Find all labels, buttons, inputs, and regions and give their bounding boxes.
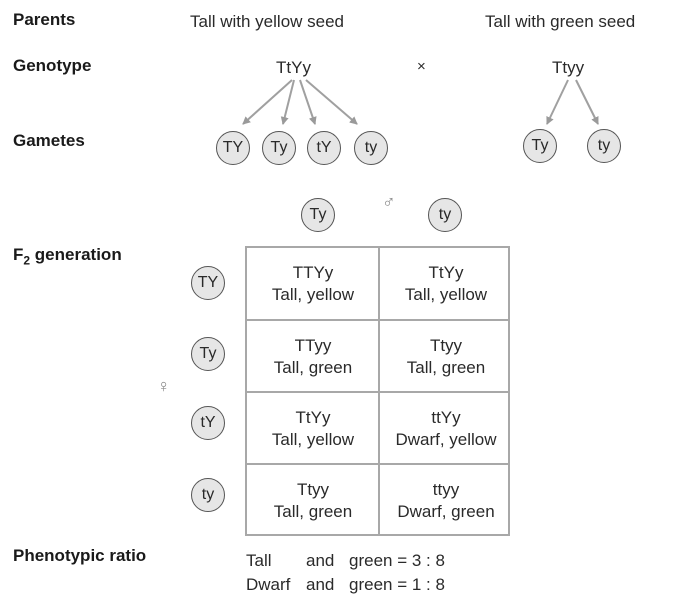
phenotypic-ratio-label: Phenotypic ratio — [13, 546, 147, 565]
ratio-line-1: Tall and green = 3 : 8 — [246, 551, 445, 571]
f2-generation-label: F2 generation — [13, 245, 122, 267]
punnett-cell: TtYy Tall, yellow — [380, 248, 512, 320]
female-genotype: TtYy — [276, 58, 311, 77]
male-genotype: Ttyy — [552, 58, 585, 77]
arrow-to-TY — [242, 79, 293, 125]
arrow-to-Ty — [280, 79, 295, 125]
cell-genotype: TTYy — [292, 263, 334, 282]
punnett-cell: ttYy Dwarf, yellow — [380, 393, 512, 465]
grid-divider-1 — [247, 319, 508, 321]
f2-letter: F — [13, 245, 24, 264]
arrow-to-male-Ty — [546, 79, 569, 125]
ratio-joiner: and — [306, 551, 335, 570]
male-gamete-ty: ty — [587, 129, 621, 163]
gametes-label: Gametes — [13, 131, 85, 150]
grid-divider-2 — [247, 391, 508, 393]
female-gamete-ty: ty — [354, 131, 388, 165]
cell-genotype: Ttyy — [296, 480, 330, 499]
cell-genotype: ttYy — [431, 408, 461, 427]
cell-genotype: TtYy — [428, 263, 464, 282]
cell-phenotype: Tall, yellow — [271, 430, 355, 449]
male-gamete-Ty: Ty — [523, 129, 557, 163]
ratio-joiner: and — [306, 575, 335, 594]
punnett-square: TTYy Tall, yellow TtYy Tall, yellow TTyy… — [245, 246, 510, 536]
row-header-ty: ty — [191, 478, 225, 512]
row-header-TY: TY — [191, 266, 225, 300]
cross-symbol: × — [417, 58, 426, 75]
row-header-tY: tY — [191, 406, 225, 440]
genotype-label: Genotype — [13, 56, 92, 75]
arrow-to-ty — [305, 79, 358, 125]
row-header-Ty: Ty — [191, 337, 225, 371]
punnett-cell: TTYy Tall, yellow — [247, 248, 379, 320]
cell-genotype: ttyy — [432, 480, 460, 499]
punnett-cell: Ttyy Tall, green — [247, 465, 379, 537]
cell-phenotype: Tall, green — [273, 502, 353, 521]
arrow-to-tY — [299, 79, 317, 125]
male-symbol: ♂ — [382, 192, 396, 212]
cell-phenotype: Tall, green — [273, 358, 353, 377]
female-gamete-TY: TY — [216, 131, 250, 165]
cell-phenotype: Tall, green — [406, 358, 486, 377]
cell-phenotype: Dwarf, yellow — [395, 430, 497, 449]
punnett-cell: TtYy Tall, yellow — [247, 393, 379, 465]
cell-phenotype: Tall, yellow — [271, 285, 355, 304]
ratio-line-2: Dwarf and green = 1 : 8 — [246, 575, 445, 595]
punnett-cell: TTyy Tall, green — [247, 321, 379, 393]
female-gamete-tY: tY — [307, 131, 341, 165]
male-parent-phenotype: Tall with green seed — [485, 12, 636, 31]
f2-subscript: 2 — [23, 253, 31, 268]
cell-phenotype: Tall, yellow — [404, 285, 488, 304]
female-symbol: ♀ — [157, 376, 171, 396]
column-header-Ty: Ty — [301, 198, 335, 232]
arrow-to-male-ty — [575, 79, 599, 125]
cell-genotype: Ttyy — [429, 336, 463, 355]
parents-label: Parents — [13, 10, 76, 29]
ratio-value: green = 1 : 8 — [349, 575, 445, 594]
column-header-ty: ty — [428, 198, 462, 232]
cell-phenotype: Dwarf, green — [397, 502, 495, 521]
punnett-cell: ttyy Dwarf, green — [380, 465, 512, 537]
ratio-trait: Tall — [246, 551, 272, 570]
female-parent-phenotype: Tall with yellow seed — [190, 12, 345, 31]
female-gamete-Ty: Ty — [262, 131, 296, 165]
grid-divider-3 — [247, 463, 508, 465]
punnett-cell: Ttyy Tall, green — [380, 321, 512, 393]
ratio-value: green = 3 : 8 — [349, 551, 445, 570]
cell-genotype: TtYy — [295, 408, 331, 427]
ratio-trait: Dwarf — [246, 575, 291, 594]
f2-rest: generation — [30, 245, 122, 264]
cell-genotype: TTyy — [294, 336, 332, 355]
